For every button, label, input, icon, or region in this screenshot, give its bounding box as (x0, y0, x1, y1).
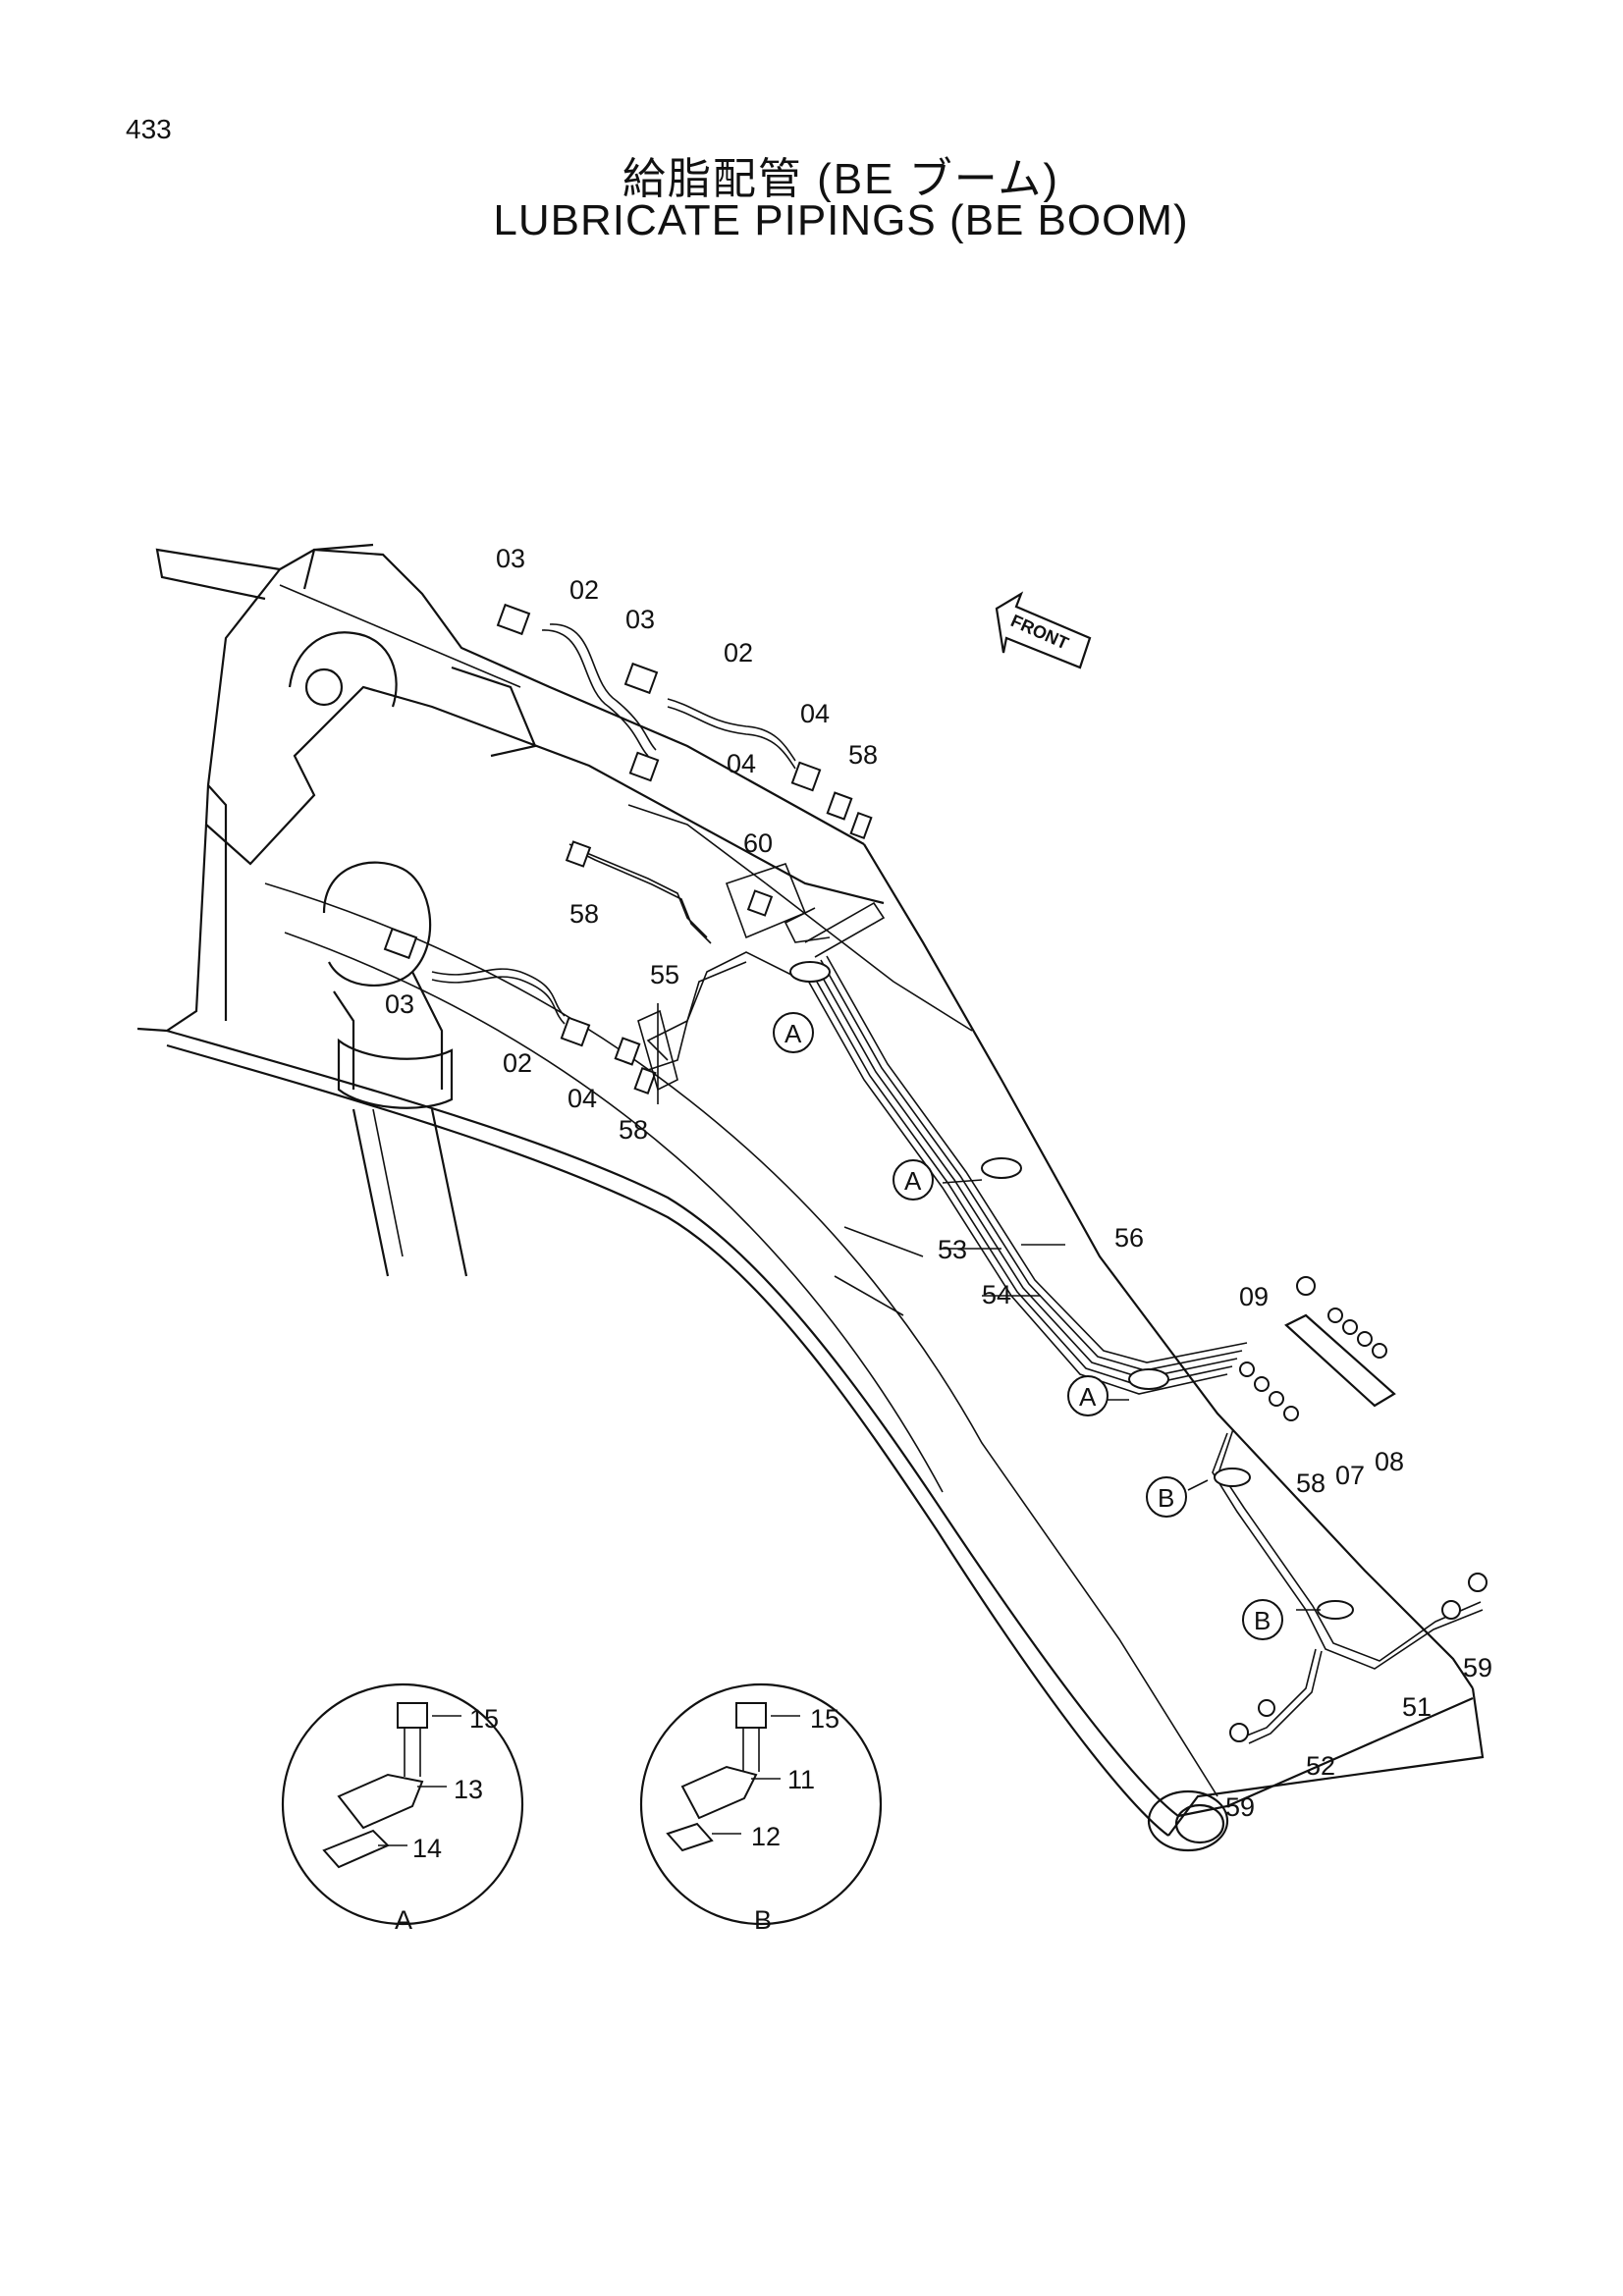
part-label-53: 53 (938, 1235, 967, 1264)
boom-body (136, 543, 1485, 1852)
section-ref-a: A (1079, 1382, 1097, 1412)
part-label-09: 09 (1239, 1282, 1269, 1311)
top-hoses (383, 603, 873, 1095)
title-english: LUBRICATE PIPINGS (BE BOOM) (493, 196, 1189, 244)
part-label-51: 51 (1402, 1692, 1432, 1722)
part-label-59: 59 (1463, 1653, 1492, 1682)
part-label-14: 14 (412, 1834, 442, 1863)
part-label-60: 60 (743, 828, 773, 858)
part-label-59: 59 (1225, 1792, 1255, 1822)
leader-lines (657, 1003, 1321, 1611)
part-label-02: 02 (503, 1048, 532, 1078)
detail-view-b: 15 11 12 B (639, 1682, 883, 1935)
page-number: 433 (126, 114, 172, 144)
section-ref-a: A (904, 1166, 922, 1196)
part-label-56: 56 (1114, 1223, 1144, 1253)
part-label-52: 52 (1306, 1751, 1335, 1781)
part-label-02: 02 (569, 575, 599, 605)
part-label-03: 03 (385, 989, 414, 1019)
part-label-02: 02 (724, 638, 753, 667)
part-label-54: 54 (982, 1280, 1011, 1309)
part-label-03: 03 (625, 605, 655, 634)
part-label-04: 04 (800, 699, 830, 728)
part-label-04: 04 (568, 1084, 597, 1113)
part-label-58: 58 (569, 899, 599, 929)
front-direction-marker: FRONT (995, 591, 1092, 669)
section-ref-a: A (784, 1019, 802, 1048)
part-label-08: 08 (1375, 1447, 1404, 1476)
part-label-15: 15 (469, 1704, 499, 1734)
part-label-12: 12 (751, 1822, 781, 1851)
part-label-13: 13 (454, 1775, 483, 1804)
part-label-58: 58 (619, 1115, 648, 1145)
part-label-04: 04 (727, 749, 756, 778)
detail-view-a: 15 13 14 A (281, 1682, 524, 1935)
section-ref-b: B (1254, 1606, 1271, 1635)
title-japanese: 給脂配管 (BE ブーム) (622, 155, 1060, 203)
detail-label-b: B (754, 1905, 772, 1935)
part-label-58: 58 (1296, 1468, 1325, 1498)
part-label-07: 07 (1335, 1461, 1365, 1490)
part-label-11: 11 (787, 1765, 815, 1794)
section-refs: A A A B B (773, 1012, 1283, 1640)
part-label-55: 55 (650, 960, 679, 989)
part-labels: 03 02 03 02 04 04 58 60 58 55 03 02 04 5… (385, 544, 1492, 1822)
part-label-03: 03 (496, 544, 525, 573)
detail-label-a: A (395, 1905, 412, 1935)
part-label-15: 15 (810, 1704, 839, 1734)
section-ref-b: B (1158, 1483, 1174, 1513)
part-label-58: 58 (848, 740, 878, 770)
pipe-bundle (646, 901, 1488, 1744)
